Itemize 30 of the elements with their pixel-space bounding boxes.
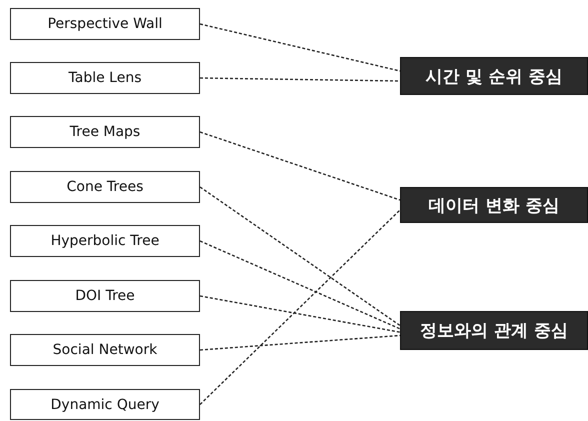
category-box bbox=[400, 57, 588, 95]
dashed-connector bbox=[200, 240, 400, 330]
box-label: 정보와의 관계 중심 bbox=[420, 320, 568, 342]
box-label: 시간 및 순위 중심 bbox=[426, 66, 562, 88]
method-box bbox=[10, 389, 200, 420]
dashed-connector bbox=[200, 186, 400, 326]
box-label: Dynamic Query bbox=[50, 396, 160, 412]
box-label: 데이터 변화 중심 bbox=[428, 194, 560, 216]
method-box bbox=[10, 334, 200, 366]
dashed-connector bbox=[200, 334, 400, 351]
dashed-connector bbox=[200, 77, 400, 82]
method-box bbox=[10, 225, 200, 257]
box-label: Perspective Wall bbox=[48, 16, 162, 32]
box-label: Tree Maps bbox=[70, 124, 140, 140]
dashed-connector bbox=[200, 23, 400, 72]
method-box bbox=[10, 280, 200, 312]
method-box bbox=[10, 171, 200, 203]
category-box bbox=[400, 311, 588, 350]
dashed-connector bbox=[200, 131, 400, 201]
method-box bbox=[10, 62, 200, 94]
box-label: Cone Trees bbox=[66, 179, 144, 195]
dashed-connector bbox=[200, 295, 400, 333]
dashed-connector bbox=[200, 210, 400, 405]
box-label: Table Lens bbox=[68, 70, 142, 86]
box-label: Hyperbolic Tree bbox=[50, 233, 160, 249]
box-label: Social Network bbox=[52, 342, 158, 358]
category-box bbox=[400, 187, 588, 223]
box-label: DOI Tree bbox=[75, 288, 135, 304]
method-box bbox=[10, 116, 200, 148]
method-box bbox=[10, 8, 200, 40]
